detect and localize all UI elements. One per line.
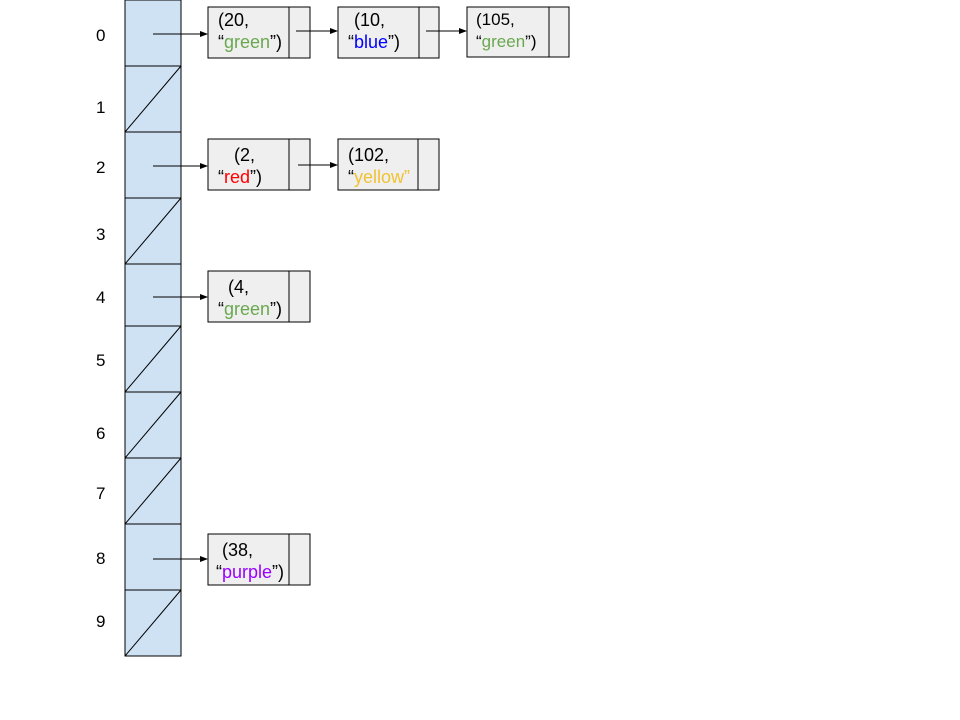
bucket-0 [124,0,182,67]
open-quote: “ [218,167,224,187]
null-slash-7 [124,457,182,525]
index-label-0: 0 [96,26,106,45]
node-value: “green”) [218,298,290,320]
node-value: “purple”) [216,561,290,583]
bucket-4 [124,263,182,327]
index-label-6: 6 [96,424,106,443]
null-slash-5 [124,325,182,393]
index-label-3: 3 [96,225,106,244]
node-box-0-2 [466,6,570,58]
value-green: green [224,299,271,319]
close-quote: ”) [250,167,263,187]
close-quote: ” [404,167,411,187]
node-box-0-1 [337,6,440,59]
index-label-7: 7 [96,484,106,503]
open-quote: “ [218,299,224,319]
nodes [207,6,570,586]
node-value: “green”) [476,31,549,53]
open-quote: “ [348,32,354,52]
null-slash-1 [124,65,182,133]
index-label-9: 9 [96,612,106,631]
node-key: (38, [222,540,254,560]
bucket-2 [124,131,182,199]
node-key: (10, [354,10,386,30]
node-box-0-0 [207,6,311,59]
node-value: “red”) [218,166,290,188]
index-label-1: 1 [96,98,106,117]
node-box-2-1 [337,138,440,191]
node-text-0-2: (105, “green”) [476,9,549,53]
node-text-4-0: (4, “green”) [218,276,290,320]
node-key: (102, [348,145,390,165]
index-label-8: 8 [96,549,106,568]
node-key: (4, [228,277,250,297]
value-blue: blue [354,32,389,52]
node-text-8-0: (38, “purple”) [216,539,290,583]
node-text-2-0: (2, “red”) [218,144,290,188]
node-text-0-1: (10, “blue”) [348,9,419,53]
bucket-8 [124,523,182,591]
null-markers [124,65,182,657]
index-label-5: 5 [96,351,106,370]
node-text-2-1: (102, “yellow” [348,144,418,188]
value-yellow: yellow [354,167,405,187]
close-quote: ”) [388,32,401,52]
value-green: green [224,32,271,52]
node-box-2-0 [207,138,311,191]
node-value: “blue”) [348,31,419,53]
value-purple: purple [222,562,273,582]
node-text-0-0: (20, “green”) [218,9,290,53]
index-label-4: 4 [96,288,106,307]
open-quote: “ [348,167,354,187]
node-value: “yellow” [348,166,418,188]
node-key: (20, [218,10,250,30]
node-box-8-0 [207,533,311,586]
close-quote: ”) [270,299,283,319]
null-slash-6 [124,391,182,459]
node-value: “green”) [218,31,290,53]
close-quote: ”) [272,562,285,582]
open-quote: “ [476,32,482,51]
value-red: red [224,167,251,187]
null-slash-9 [124,589,182,657]
node-key: (2, [234,145,256,165]
open-quote: “ [216,562,222,582]
close-quote: ”) [525,32,537,51]
index-label-2: 2 [96,158,106,177]
close-quote: ”) [270,32,283,52]
open-quote: “ [218,32,224,52]
node-box-4-0 [207,270,311,323]
node-key: (105, [476,10,515,29]
pointers [153,28,467,562]
null-slash-3 [124,197,182,265]
value-green: green [481,32,526,51]
